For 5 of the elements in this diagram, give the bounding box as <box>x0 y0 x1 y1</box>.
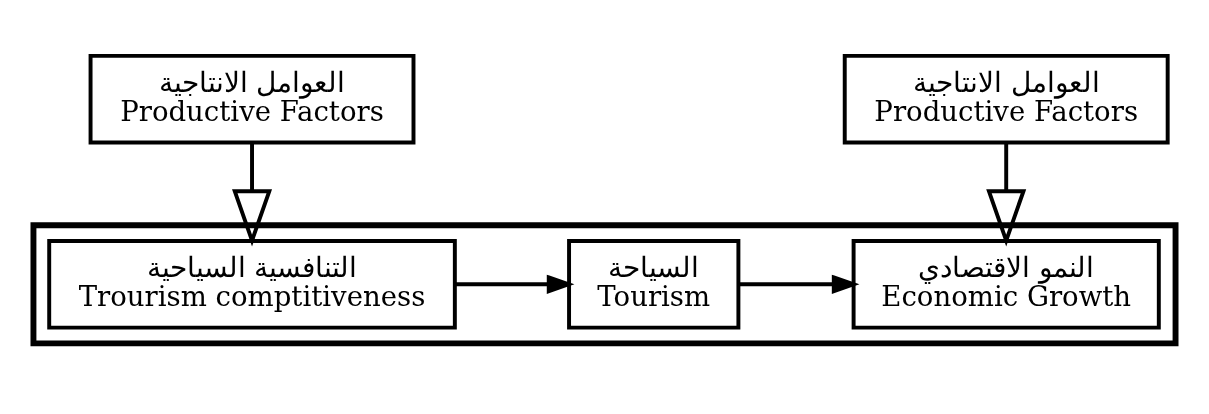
cluster <box>30 221 1179 346</box>
arrow <box>232 142 273 246</box>
arrow <box>738 274 860 294</box>
arrow <box>986 142 1027 246</box>
arrow <box>455 274 575 294</box>
